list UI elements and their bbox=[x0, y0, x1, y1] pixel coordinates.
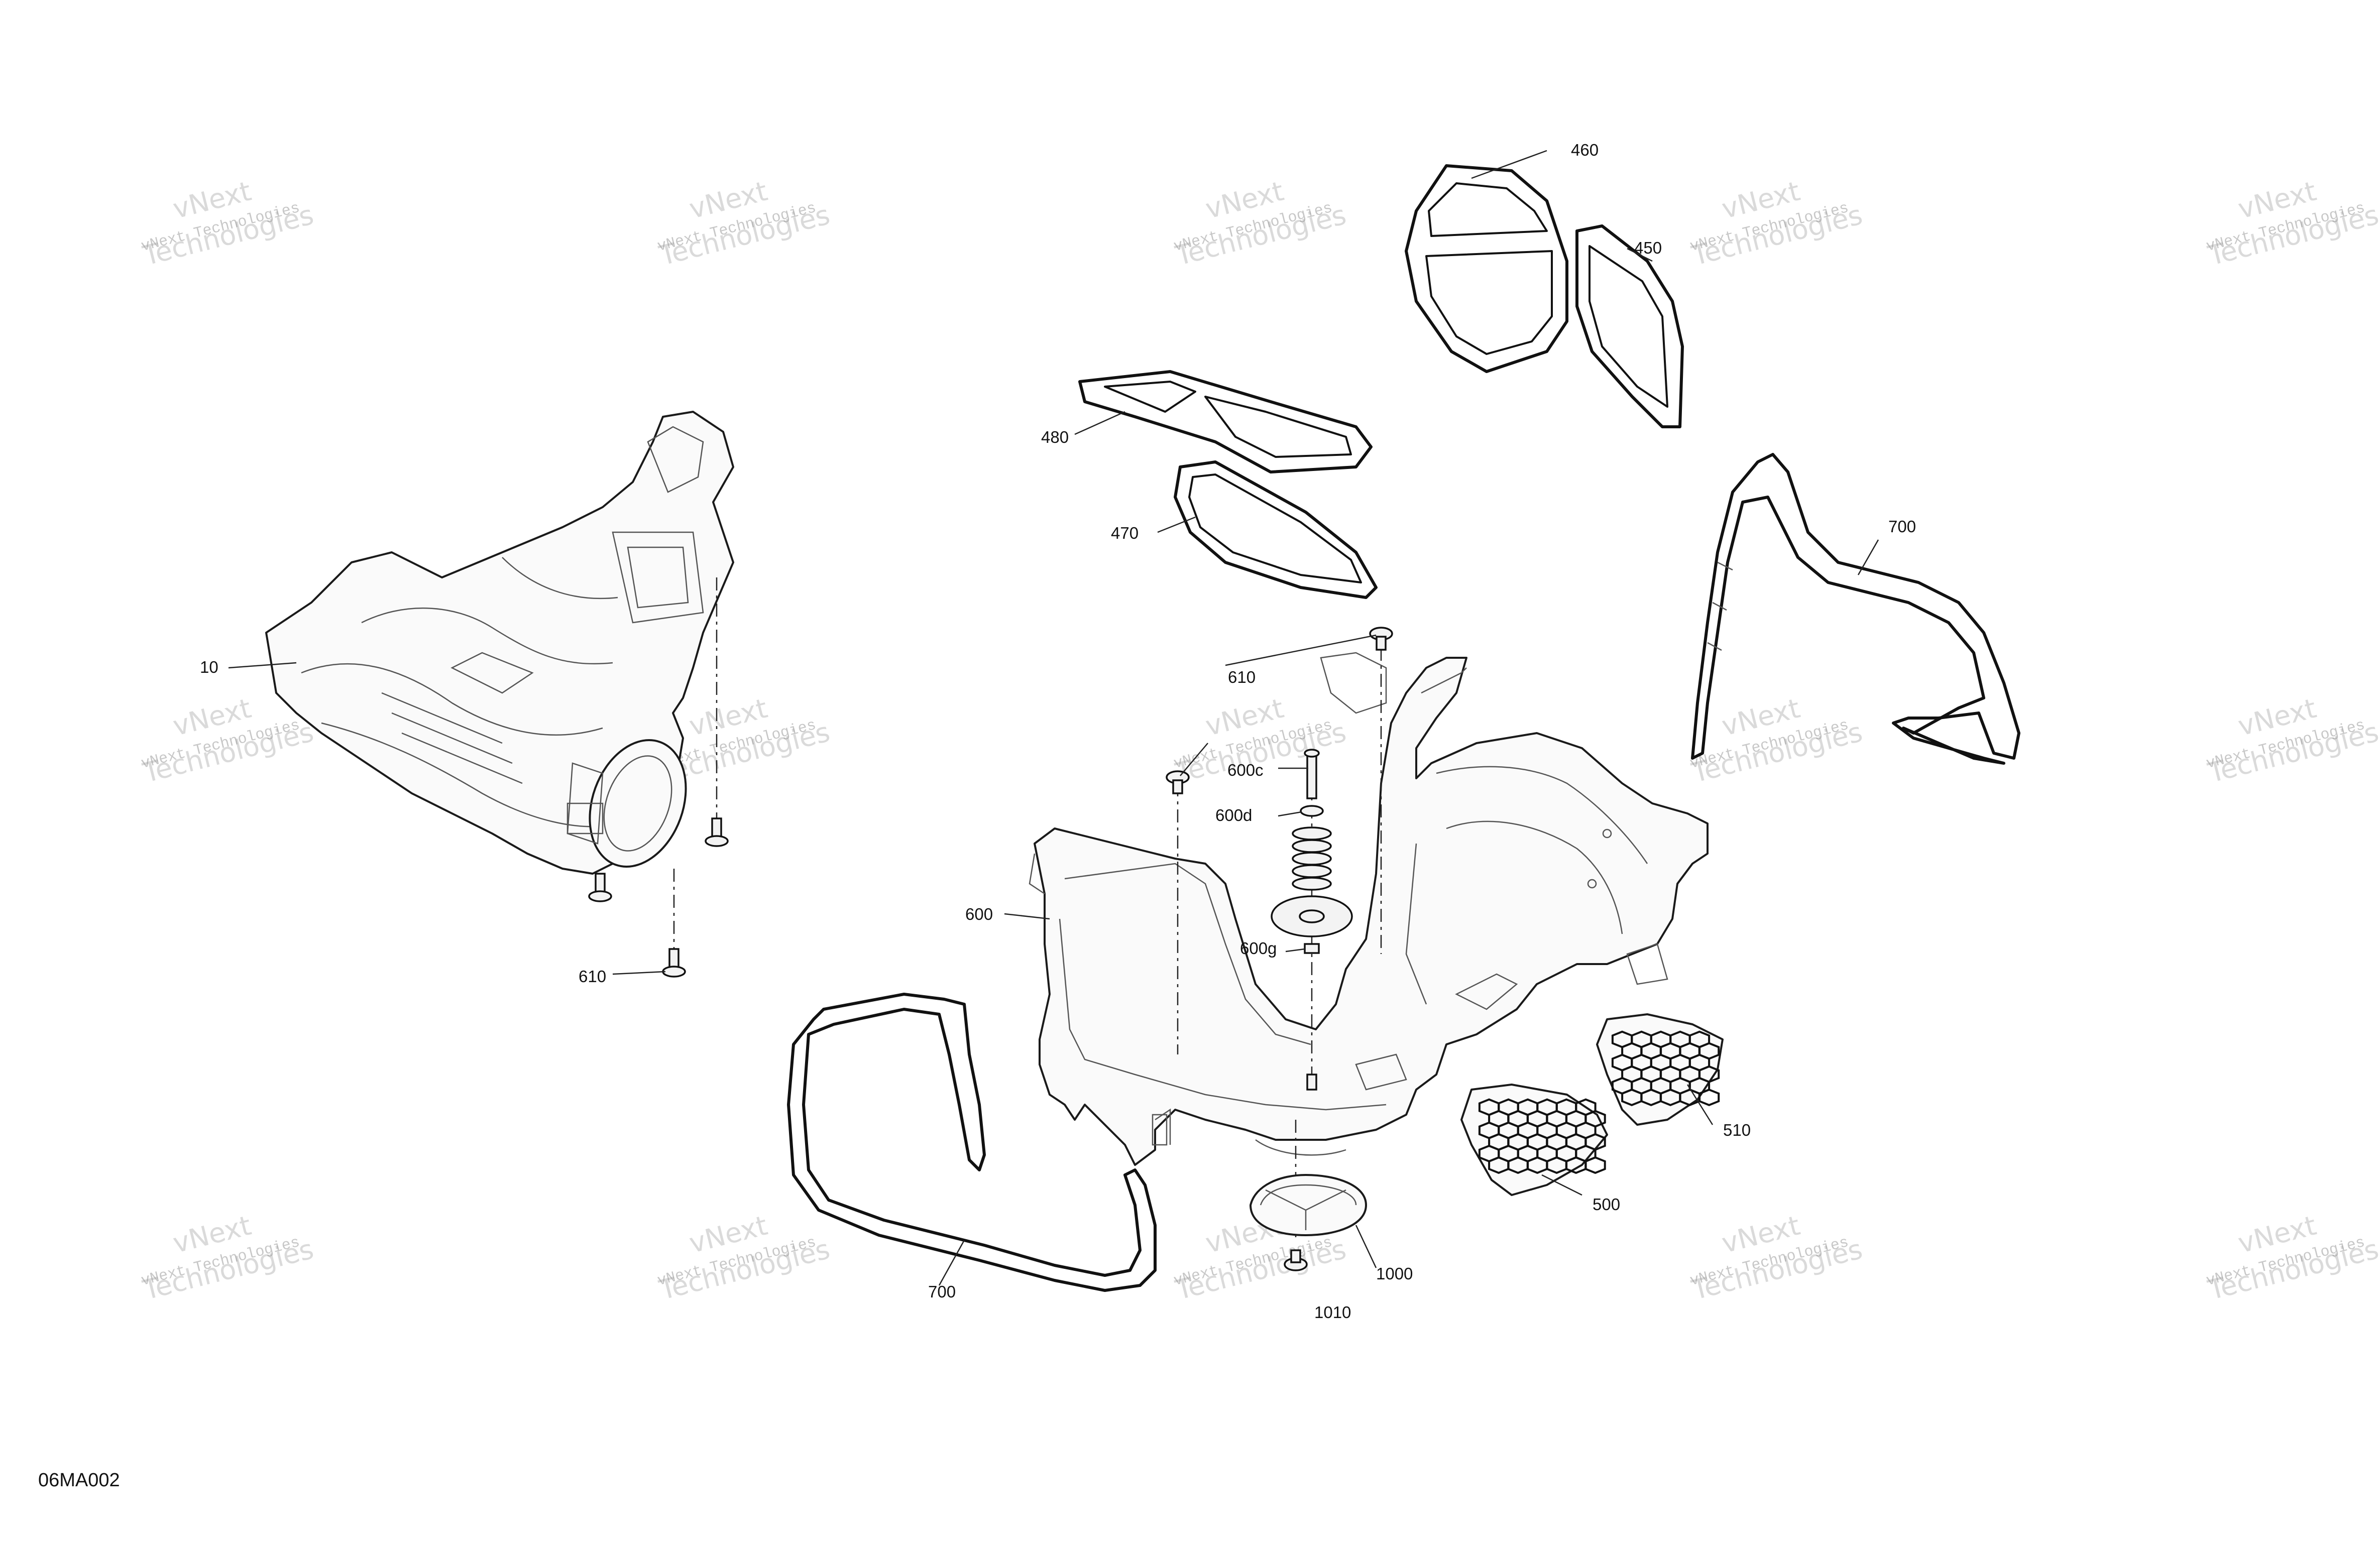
screw-icon bbox=[705, 817, 729, 847]
honeycomb-mesh bbox=[1478, 1098, 1606, 1174]
callout-1010: 1010 bbox=[1314, 1303, 1351, 1322]
honeycomb-cell bbox=[1698, 1088, 1720, 1107]
drain-cup-part-1000 bbox=[1250, 1120, 1367, 1271]
fastener-610-center bbox=[1166, 627, 1393, 1054]
gasket-part-470 bbox=[1174, 460, 1378, 599]
valve-assembly-600c-600g bbox=[1271, 749, 1353, 1091]
callout-610-left: 610 bbox=[579, 967, 606, 986]
gasket-part-480 bbox=[1078, 370, 1373, 473]
washer-icon bbox=[1300, 805, 1324, 817]
airbox-housing-part-10 bbox=[265, 411, 734, 875]
screw-icon bbox=[662, 948, 686, 978]
screw-icon bbox=[1304, 749, 1320, 799]
honeycomb-cell bbox=[1584, 1156, 1606, 1174]
intake-duct-part-600 bbox=[1029, 652, 1709, 1166]
grille-part-500 bbox=[1460, 1084, 1608, 1196]
diagram-reference-code: 06MA002 bbox=[38, 1470, 120, 1491]
callout-460: 460 bbox=[1571, 141, 1599, 159]
grille-part-510 bbox=[1596, 1013, 1724, 1126]
spring-icon bbox=[1292, 826, 1332, 891]
screw-icon bbox=[1166, 770, 1190, 794]
screw-icon bbox=[1284, 1249, 1308, 1271]
callout-labels: 10 610 460 450 480 470 700 610 600c 600d… bbox=[200, 141, 1916, 1322]
callout-10: 10 bbox=[200, 658, 218, 676]
valve-disc-icon bbox=[1271, 895, 1353, 937]
callout-610-center: 610 bbox=[1228, 668, 1256, 686]
nut-icon bbox=[1304, 943, 1320, 954]
callout-600c: 600c bbox=[1227, 761, 1264, 779]
gasket-part-450 bbox=[1575, 224, 1684, 428]
callout-450: 450 bbox=[1634, 239, 1662, 257]
callout-500: 500 bbox=[1593, 1195, 1620, 1214]
callout-700-right: 700 bbox=[1888, 517, 1916, 536]
callout-700-left: 700 bbox=[928, 1282, 956, 1301]
screw-icon bbox=[588, 873, 612, 902]
gasket-part-460 bbox=[1405, 164, 1568, 373]
callout-470: 470 bbox=[1111, 524, 1139, 542]
callout-1000: 1000 bbox=[1376, 1264, 1413, 1283]
callout-600g: 600g bbox=[1240, 939, 1277, 958]
callout-480: 480 bbox=[1041, 428, 1069, 446]
callout-600d: 600d bbox=[1215, 806, 1252, 824]
screw-icon bbox=[1369, 627, 1393, 651]
honeycomb-mesh bbox=[1611, 1030, 1720, 1107]
screw-icon bbox=[1306, 1074, 1317, 1091]
leader-lines bbox=[228, 150, 1879, 1286]
rod-part-700-right bbox=[1691, 453, 2020, 765]
callout-600: 600 bbox=[965, 905, 993, 923]
fastener-610-left bbox=[588, 577, 729, 978]
rod-part-700-left bbox=[787, 993, 1157, 1292]
callout-510: 510 bbox=[1723, 1121, 1751, 1139]
